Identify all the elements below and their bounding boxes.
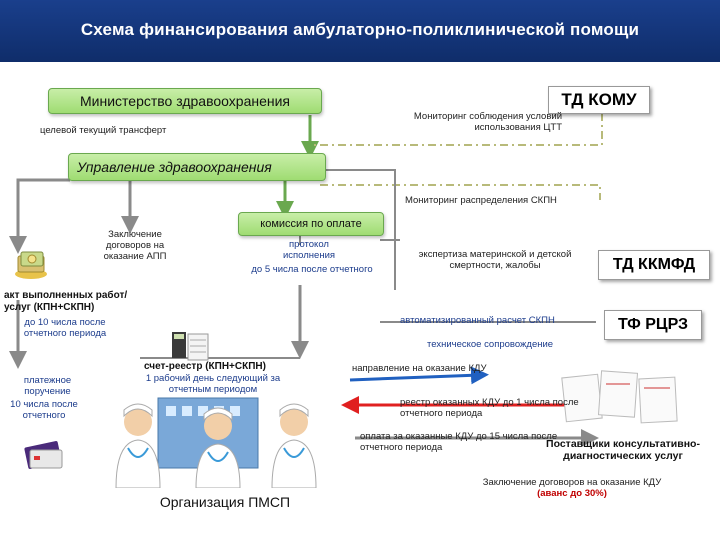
payment-order-label: платежное поручение — [23, 375, 72, 397]
ministry-box: Министерство здравоохранения — [48, 88, 322, 114]
tf-rcpz-box: ТФ РЦРЗ — [604, 310, 702, 340]
kdu-payment-label: оплата за оказанные КДУ до 15 числа посл… — [360, 431, 558, 453]
invoice-due-label: 1 рабочий день следующий за отчетным пер… — [145, 373, 281, 395]
commission-box: комиссия по оплате — [238, 212, 384, 236]
expertise-label: экспертиза материнской и детской смертно… — [418, 249, 572, 271]
kdu-contract-text: Заключение договоров на оказание КДУ — [482, 477, 662, 488]
td-kkmfd-box: ТД ККМФД — [598, 250, 710, 280]
kdu-direction-label: направление на оказание КДУ — [352, 363, 487, 374]
td-komu-box: ТД КОМУ — [548, 86, 650, 114]
payment-card-icon — [22, 436, 66, 472]
act-due-label: до 10 числа после отчетного периода — [23, 317, 107, 339]
tech-support-label: техническое сопровождение — [427, 339, 554, 350]
page-title: Схема финансирования амбулаторно-поликли… — [80, 20, 640, 39]
monitoring-ctt-label: Мониторинг соблюдения условий использова… — [413, 111, 562, 133]
commission-label: комиссия по оплате — [260, 218, 362, 230]
tf-rcpz-label: ТФ РЦРЗ — [617, 316, 689, 333]
target-transfer-label: целевой текущий трансферт — [40, 125, 167, 136]
td-komu-label: ТД КОМУ — [561, 90, 637, 109]
kdu-advance-text: (аванс до 30%) — [537, 487, 607, 499]
invoice-label: счет-реестр (КПН+СКПН) — [144, 361, 266, 372]
money-stack-icon — [12, 248, 50, 280]
td-kkmfd-label: ТД ККМФД — [612, 256, 696, 273]
protocol-due-label: до 5 числа после отчетного — [251, 264, 373, 275]
calculator-icon — [170, 330, 210, 362]
auto-calc-label: автоматизированный расчет СКПН — [400, 315, 555, 326]
documents-icon — [560, 368, 690, 424]
kdu-registry-label: реестр оказанных КДУ до 1 числа после от… — [400, 397, 579, 419]
health-dept-box: Управление здравоохранения — [68, 153, 326, 181]
header-bar: Схема финансирования амбулаторно-поликли… — [0, 0, 720, 62]
contract-app-label: Заключение договоров на оказание АПП — [103, 229, 167, 262]
pmsp-label: Организация ПМСП — [159, 494, 291, 510]
act-works-label: акт выполненных работ/услуг (КПН+СКПН) — [4, 290, 128, 313]
monitoring-skpn-label: Мониторинг распределения СКПН — [405, 195, 557, 206]
health-dept-label: Управление здравоохранения — [77, 159, 272, 175]
protocol-label: протокол исполнения — [282, 239, 336, 261]
payment-due-label: 10 числа после отчетного — [10, 399, 78, 421]
kdu-contract-label: Заключение договоров на оказание КДУ (ав… — [472, 477, 672, 500]
ministry-label: Министерство здравоохранения — [80, 93, 290, 109]
doctors-illustration — [98, 388, 338, 489]
suppliers-label: Поставщики консультативно-диагностически… — [546, 438, 700, 463]
